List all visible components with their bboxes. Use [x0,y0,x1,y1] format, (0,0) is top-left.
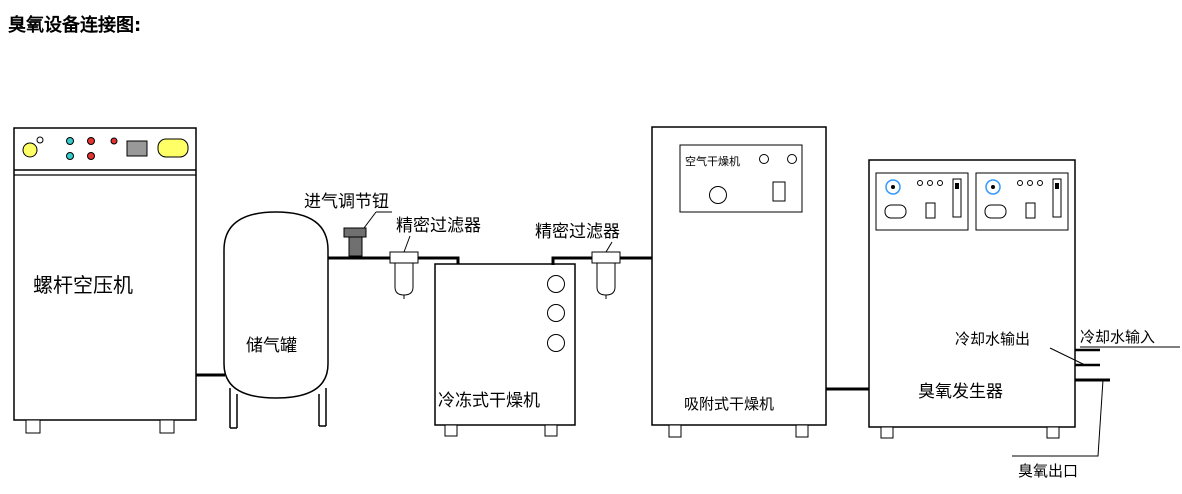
cooling-water-out-label: 冷却水输出 [955,330,1030,348]
precision-filter-2 [591,251,621,299]
screw-compressor-label: 螺杆空压机 [33,273,133,297]
compressor-yellow-button [157,138,189,158]
cooling-water-in-label: 冷却水输入 [1080,328,1155,346]
ozone-generator: 臭氧发生器 [868,159,1076,439]
air-dryer-panel-label: 空气干燥机 [685,154,740,168]
compressor-cyan-indicator [66,137,74,145]
screw-compressor: 螺杆空压机 [13,127,197,434]
precision-filter-1 [389,251,419,299]
pipe-refdryer-filter2 [551,256,592,265]
precision-filter-2-label: 精密过滤器 [535,222,620,242]
adsorption-dryer: 空气干燥机 吸附式干燥机 [651,126,827,438]
ozone-generator-label: 臭氧发生器 [918,382,1003,402]
diagram-title: 臭氧设备连接图: [8,14,141,36]
inlet-valve [343,227,367,257]
compressor-red-indicator [87,137,95,145]
adsorption-dryer-label: 吸附式干燥机 [684,395,774,413]
compressor-yellow-indicator [22,142,38,158]
compressor-display [126,140,148,157]
refrigerated-dryer-label: 冷冻式干燥机 [438,391,540,411]
ozone-outlet-label: 臭氧出口 [1018,462,1078,480]
air-tank-label: 储气罐 [246,336,297,356]
air-tank: 储气罐 [223,211,329,429]
refrigerated-dryer: 冷冻式干燥机 [434,263,576,437]
inlet-valve-label: 进气调节钮 [304,192,389,212]
precision-filter-1-label: 精密过滤器 [396,216,481,236]
